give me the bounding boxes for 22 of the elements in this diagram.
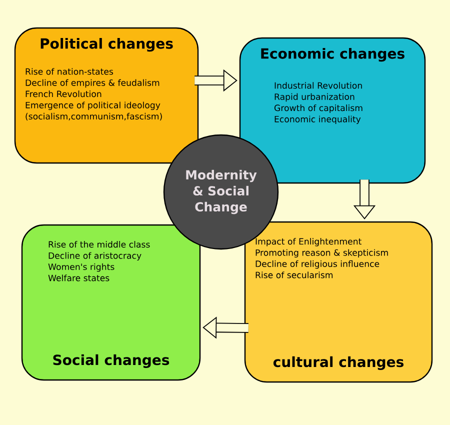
- list-item: Industrial Revolution: [274, 82, 362, 89]
- rounded-box: [244, 221, 433, 383]
- list-item: Decline of religious influence: [256, 260, 380, 269]
- list-item: Women's rights: [48, 263, 114, 272]
- list-item: French Revolution: [26, 90, 102, 98]
- list-item: Decline of aristocracy: [48, 252, 142, 260]
- list-item: Welfare states: [48, 274, 110, 282]
- rounded-box: [14, 27, 199, 164]
- list-item: Decline of empires & feudalism: [26, 79, 160, 88]
- list-item: Economic inequality: [274, 116, 361, 124]
- heading: cultural changes: [273, 356, 404, 370]
- list-item: Rise of secularism: [256, 272, 333, 278]
- list-item: Rise of nation-states: [26, 68, 114, 75]
- heading: Economic changes: [261, 48, 404, 62]
- heading: Social changes: [53, 354, 170, 368]
- list-item: Rapid urbanization: [274, 93, 354, 102]
- list-item: Rise of the middle class: [48, 241, 150, 248]
- list-item: Promoting reason & skepticism: [256, 249, 388, 258]
- list-item: Growth of capitalism: [274, 104, 362, 113]
- rounded-box: [21, 224, 201, 381]
- heading: Political changes: [40, 38, 173, 52]
- list-item: Emergence of political ideology (socialism,communism,fascism): [26, 102, 162, 121]
